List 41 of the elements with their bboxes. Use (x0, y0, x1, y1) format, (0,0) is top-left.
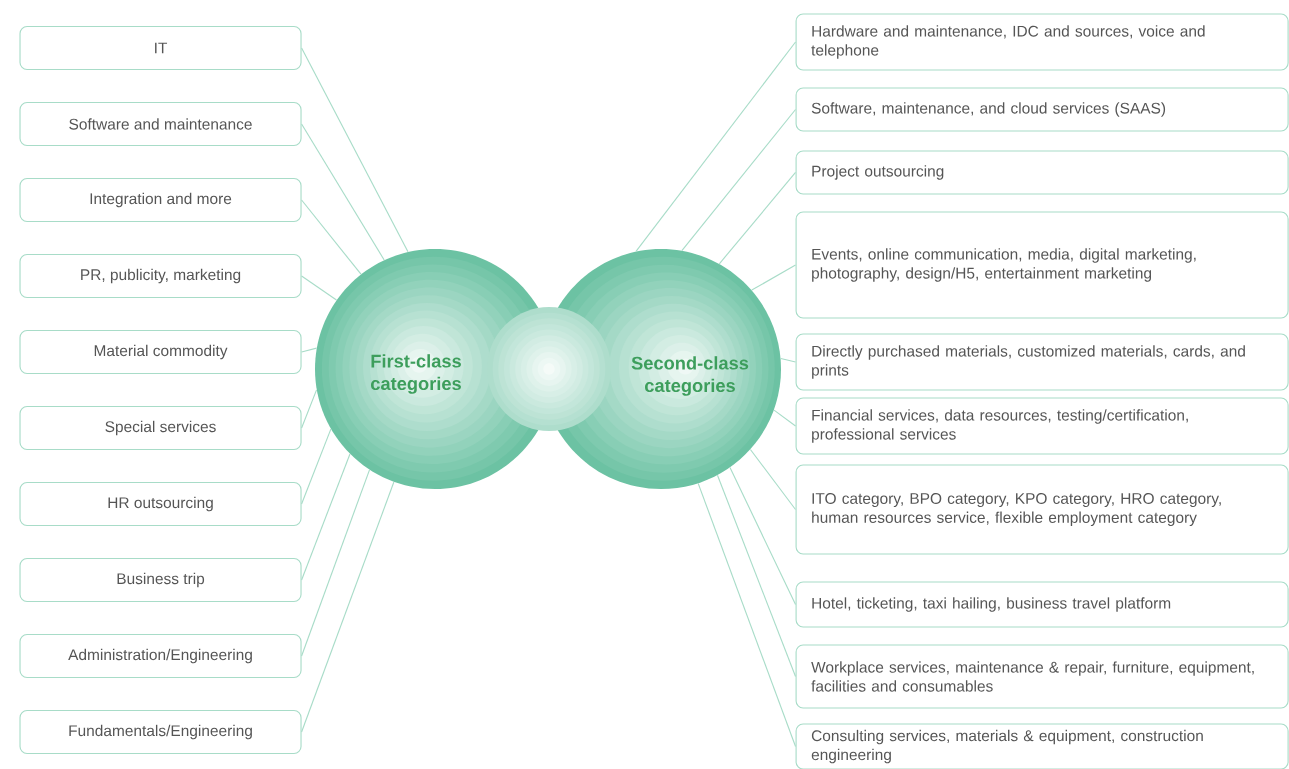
category-box: Special services (19, 405, 302, 451)
category-box: Consulting services, materials & equipment, construction engineering (795, 723, 1289, 769)
connector-line (301, 47, 409, 253)
connector-line (635, 41, 797, 252)
category-box: Hotel, ticketing, taxi hailing, business travel platform (795, 581, 1289, 628)
connector-line (301, 123, 385, 261)
connector-line (697, 482, 797, 748)
category-box: Events, online communication, media, digital marketing, photography, design/H5, entertainment marketing (795, 211, 1289, 319)
connector-line (751, 264, 797, 291)
category-box: Material commodity (19, 329, 302, 375)
connector-line (301, 275, 338, 301)
category-box: HR outsourcing (19, 481, 302, 527)
overlap-circle (487, 307, 611, 431)
connector-line (301, 453, 351, 581)
connector-line (301, 428, 332, 505)
category-box: Workplace services, maintenance & repair, furniture, equipment, facilities and consumables (795, 644, 1289, 709)
category-box: Software, maintenance, and cloud services (SAAS) (795, 87, 1289, 132)
category-box: Integration and more (19, 177, 302, 223)
connector-line (780, 357, 797, 363)
category-box: Project outsourcing (795, 150, 1289, 195)
category-box: ITO category, BPO category, KPO category, HRO category, human resources service, flexible employment category (795, 464, 1289, 555)
connector-line (716, 474, 797, 678)
category-box: Business trip (19, 557, 302, 603)
category-box: Hardware and maintenance, IDC and sources, voice and telephone (795, 13, 1289, 71)
connector-line (301, 469, 371, 657)
connector-line (729, 467, 797, 606)
category-box: Financial services, data resources, testing/certification, professional services (795, 397, 1289, 455)
connector-line (749, 448, 797, 511)
connector-line (301, 347, 318, 353)
category-box: Fundamentals/Engineering (19, 709, 302, 755)
connector-line (301, 389, 318, 429)
connector-line (301, 199, 362, 275)
connector-line (301, 481, 395, 733)
connector-line (773, 409, 797, 427)
category-box: PR, publicity, marketing (19, 253, 302, 299)
connector-line (681, 108, 797, 252)
connector-line (718, 171, 797, 265)
category-box: Administration/Engineering (19, 633, 302, 679)
category-box: IT (19, 25, 302, 71)
category-box: Directly purchased materials, customized materials, cards, and prints (795, 333, 1289, 391)
category-box: Software and maintenance (19, 101, 302, 147)
